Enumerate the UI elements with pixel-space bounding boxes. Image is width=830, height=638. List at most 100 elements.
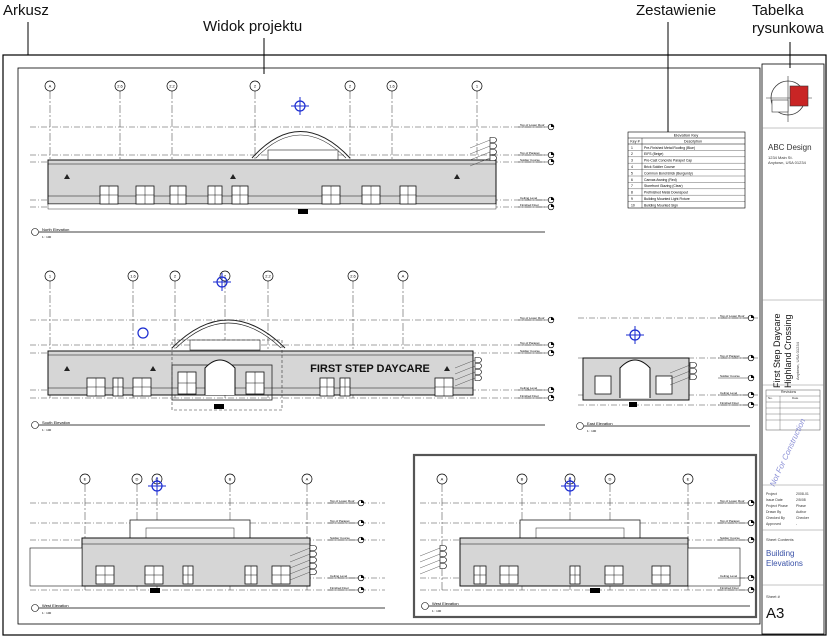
grid-bubble[interactable] <box>682 473 694 485</box>
rev-col-date: Date <box>792 396 799 400</box>
south-view-scale: 1 : 100 <box>42 428 52 432</box>
keynote-tag[interactable] <box>439 563 447 569</box>
south-callout-marker[interactable] <box>137 327 149 339</box>
keynote-tag[interactable] <box>439 551 447 557</box>
grid-label: A <box>49 84 52 89</box>
keynote-tag[interactable] <box>489 137 497 143</box>
schedule-row-desc: EIFS (Beige) <box>644 152 663 156</box>
company-address-2: Anytown, USA 01234 <box>768 160 806 165</box>
grid-label: D <box>136 477 139 482</box>
keynote-tag[interactable] <box>439 557 447 563</box>
keynote-tag[interactable] <box>309 551 317 557</box>
grid-bubble[interactable] <box>386 80 398 92</box>
level-label: Finished Floor <box>520 394 539 398</box>
west2-section-marker[interactable] <box>561 477 579 495</box>
south-view-title: South Elevation <box>42 420 70 425</box>
schedule-row-key: 2 <box>631 152 633 156</box>
keynote-tag[interactable] <box>309 563 317 569</box>
keynote-tag[interactable] <box>689 368 697 374</box>
schedule-row-key: 3 <box>631 159 633 163</box>
grid-label: D <box>609 477 612 482</box>
grid-label: B <box>521 477 524 482</box>
revisions-header: Revisions <box>781 390 797 394</box>
sheet-callout: Arkusz <box>3 2 49 19</box>
west-section-marker[interactable] <box>148 477 166 495</box>
grid-bubble[interactable] <box>344 80 356 92</box>
level-label: Ceiling Level <box>520 196 538 200</box>
title-block-frame <box>761 63 825 635</box>
grid-label: A <box>441 477 444 482</box>
level-label: Ceiling Level <box>330 574 348 578</box>
info-label: Drawn By <box>766 510 782 514</box>
grid-bubble[interactable] <box>114 80 126 92</box>
grid-label: 1 <box>476 84 479 89</box>
keynote-tag[interactable] <box>309 557 317 563</box>
schedule-row-key: 9 <box>631 197 633 201</box>
grid-bubble[interactable] <box>127 270 139 282</box>
grid-bubble[interactable] <box>516 473 528 485</box>
grid-label: E <box>687 477 690 482</box>
grid-bubble[interactable] <box>347 270 359 282</box>
sheet-size: A3 <box>766 605 785 622</box>
grid-bubble[interactable] <box>471 80 483 92</box>
info-value: 2/5/08 <box>796 498 806 502</box>
grid-bubble[interactable] <box>44 80 56 92</box>
grid-label: 2 <box>254 84 257 89</box>
level-label: Finished Floor <box>720 586 739 590</box>
schedule-row-key: 8 <box>631 191 633 195</box>
sheet-title-1: Building <box>766 549 795 558</box>
schedule-title: Elevation Key <box>674 133 698 138</box>
schedule-row-key: 5 <box>631 171 633 175</box>
level-label: Top of Lower Roof <box>520 316 545 320</box>
schedule-row-desc: Pre-Cast Concrete Parapet Cap <box>644 159 692 163</box>
info-value: 2008-01 <box>796 492 809 496</box>
north-section-marker[interactable] <box>291 97 309 115</box>
keynote-tag[interactable] <box>489 143 497 149</box>
keynote-tag[interactable] <box>474 375 482 381</box>
grid-bubble[interactable] <box>249 80 261 92</box>
level-label: Finished Floor <box>720 401 739 405</box>
keynote-tag[interactable] <box>474 363 482 369</box>
keynote-tag[interactable] <box>489 149 497 155</box>
grid-bubble[interactable] <box>166 80 178 92</box>
grid-bubble[interactable] <box>262 270 274 282</box>
selected-viewport-frame[interactable] <box>412 453 758 619</box>
grid-bubble[interactable] <box>169 270 181 282</box>
keynote-tag[interactable] <box>689 362 697 368</box>
grid-label: 1.6 <box>130 274 136 279</box>
south-section-marker[interactable] <box>213 273 231 291</box>
keynote-tag[interactable] <box>689 374 697 380</box>
grid-label: 2.2 <box>169 84 175 89</box>
grid-bubble[interactable] <box>79 473 91 485</box>
schedule-callout: Zestawienie <box>636 2 717 19</box>
keynote-tag[interactable] <box>489 155 497 161</box>
keynote-tag[interactable] <box>309 545 317 551</box>
grid-bubble[interactable] <box>131 473 143 485</box>
grid-bubble[interactable] <box>44 270 56 282</box>
info-value: Author <box>796 510 807 514</box>
grid-bubble[interactable] <box>436 473 448 485</box>
level-label: Top of Parapet <box>520 341 540 345</box>
keynote-tag[interactable] <box>474 357 482 363</box>
grid-bubble[interactable] <box>604 473 616 485</box>
sheet-number-label: Sheet # <box>766 594 780 599</box>
east-section-marker[interactable] <box>626 326 644 344</box>
grid-bubble[interactable] <box>224 473 236 485</box>
north-view-title: North Elevation <box>42 227 69 232</box>
keynote-tag[interactable] <box>439 545 447 551</box>
grid-bubble[interactable] <box>301 473 313 485</box>
keynote-tag[interactable] <box>309 569 317 575</box>
keynote-tag[interactable] <box>474 369 482 375</box>
level-label: Top of Parapet <box>720 354 740 358</box>
light-fixture <box>64 174 70 179</box>
info-value: - <box>796 522 798 526</box>
grid-label: B <box>229 477 232 482</box>
schedule-row-key: 7 <box>631 184 633 188</box>
grid-bubble[interactable] <box>397 270 409 282</box>
